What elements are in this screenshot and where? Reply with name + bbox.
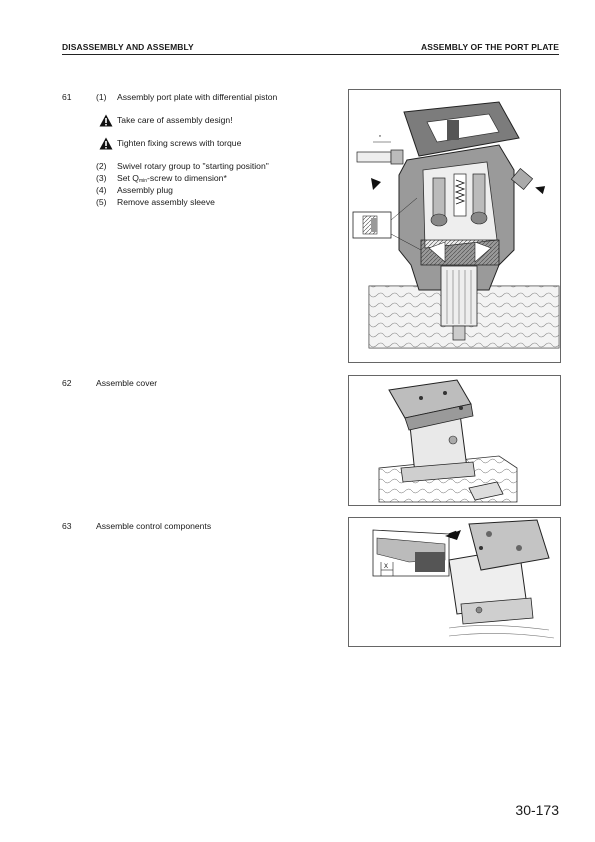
header-section-title: DISASSEMBLY AND ASSEMBLY bbox=[62, 42, 194, 52]
step-63-number: 63 bbox=[62, 521, 72, 531]
warning-triangle-icon bbox=[99, 137, 113, 150]
arrow-indicator bbox=[535, 186, 546, 195]
figure-control-components: X bbox=[348, 517, 561, 647]
step-61-item-4-num: (4) bbox=[96, 185, 107, 195]
loose-part bbox=[468, 481, 504, 501]
figure-port-plate-section: * bbox=[348, 89, 561, 363]
warning-torque: Tighten fixing screws with torque bbox=[117, 138, 242, 148]
dimension-label: X bbox=[384, 564, 388, 570]
control-components-drawing: X bbox=[372, 519, 555, 639]
qmin-screw-tool: * bbox=[356, 135, 404, 165]
step-61-item-1-num: (1) bbox=[96, 92, 107, 102]
step-61-item-2-num: (2) bbox=[96, 161, 107, 171]
assembly-plug bbox=[510, 168, 534, 190]
control-block bbox=[468, 519, 550, 571]
svg-text:*: * bbox=[379, 135, 381, 141]
step-61-item-4-text: Assembly plug bbox=[117, 185, 173, 195]
step-63-text: Assemble control components bbox=[96, 521, 212, 531]
figure-assemble-cover bbox=[348, 375, 561, 506]
warning-triangle-icon bbox=[99, 114, 113, 127]
assemble-cover-drawing bbox=[378, 379, 518, 503]
detail-inset bbox=[352, 197, 422, 251]
step-61-item-2-text: Swivel rotary group to "starting positio… bbox=[117, 161, 269, 171]
dimension-inset: X bbox=[372, 529, 450, 577]
step-61-item-1-text: Assembly port plate with differential pi… bbox=[117, 92, 278, 102]
step-61-item-3-num: (3) bbox=[96, 173, 107, 183]
step-62-number: 62 bbox=[62, 378, 72, 388]
header-rule bbox=[62, 54, 559, 55]
step-61-item-3-text: Set Qmin-screw to dimension* bbox=[117, 173, 227, 184]
step-61-number: 61 bbox=[62, 92, 72, 102]
arrow-indicator bbox=[371, 178, 381, 190]
step-62-text: Assemble cover bbox=[96, 378, 158, 388]
step-61-item-5-num: (5) bbox=[96, 197, 107, 207]
header-page-title: ASSEMBLY OF THE PORT PLATE bbox=[421, 42, 559, 52]
port-plate-section-drawing: * bbox=[352, 101, 560, 349]
page-number: 30-173 bbox=[515, 802, 559, 818]
warning-assembly-design: Take care of assembly design! bbox=[117, 115, 233, 125]
step-61-item-5-text: Remove assembly sleeve bbox=[117, 197, 215, 207]
